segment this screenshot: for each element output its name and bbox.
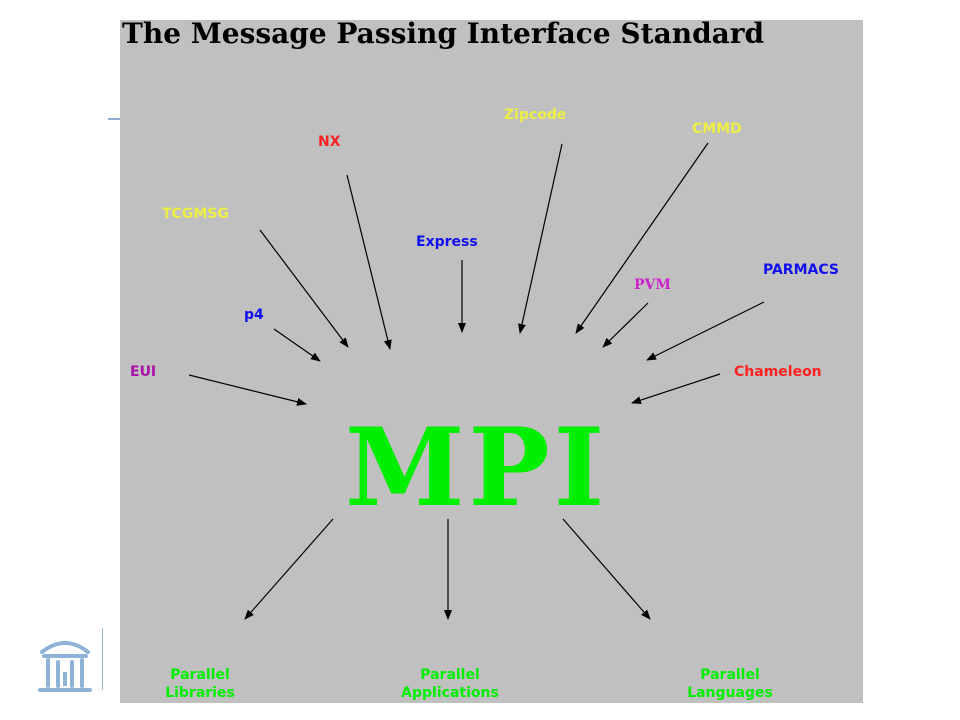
accent-line bbox=[108, 118, 122, 120]
center-label-mpi: MPI bbox=[345, 405, 609, 531]
source-label-parmacs: PARMACS bbox=[763, 262, 839, 278]
logo-divider bbox=[102, 628, 103, 690]
arrow-eui bbox=[188, 374, 307, 406]
target-libraries-line1: Parallel bbox=[170, 667, 230, 683]
source-label-chameleon: Chameleon bbox=[734, 364, 822, 380]
arrow-languages bbox=[562, 518, 651, 620]
arrow-layer bbox=[188, 142, 765, 620]
old-well-logo-icon bbox=[38, 641, 92, 692]
arrow-chameleon bbox=[631, 373, 721, 404]
source-label-pvm: PVM bbox=[634, 277, 671, 293]
arrow-p4 bbox=[273, 328, 321, 362]
diagram-panel: The Message Passing Interface Standard Z… bbox=[120, 20, 863, 703]
source-label-eui: EUI bbox=[130, 364, 157, 380]
target-applications-line1: Parallel bbox=[420, 667, 480, 683]
target-applications-line2: Applications bbox=[401, 685, 499, 701]
target-languages-line1: Parallel bbox=[700, 667, 760, 683]
arrow-cmmd bbox=[575, 142, 709, 334]
target-label-applications: Parallel Applications bbox=[380, 666, 520, 702]
source-label-zipcode: Zipcode bbox=[504, 107, 567, 123]
arrow-nx bbox=[346, 174, 392, 350]
source-label-tcgmsg: TCGMSG bbox=[162, 206, 229, 222]
source-label-p4: p4 bbox=[244, 307, 264, 323]
arrow-tcgmsg bbox=[259, 229, 349, 348]
source-label-cmmd: CMMD bbox=[692, 121, 742, 137]
source-label-nx: NX bbox=[318, 134, 341, 150]
target-label-languages: Parallel Languages bbox=[666, 666, 794, 702]
arrow-zipcode bbox=[518, 143, 563, 334]
source-label-express: Express bbox=[416, 234, 478, 250]
target-languages-line2: Languages bbox=[687, 685, 773, 701]
target-libraries-line2: Libraries bbox=[165, 685, 235, 701]
arrow-pvm bbox=[602, 302, 649, 348]
arrow-parmacs bbox=[646, 301, 765, 361]
arrow-libraries bbox=[244, 518, 334, 620]
target-label-libraries: Parallel Libraries bbox=[150, 666, 250, 702]
diagram-title: The Message Passing Interface Standard bbox=[122, 17, 765, 50]
